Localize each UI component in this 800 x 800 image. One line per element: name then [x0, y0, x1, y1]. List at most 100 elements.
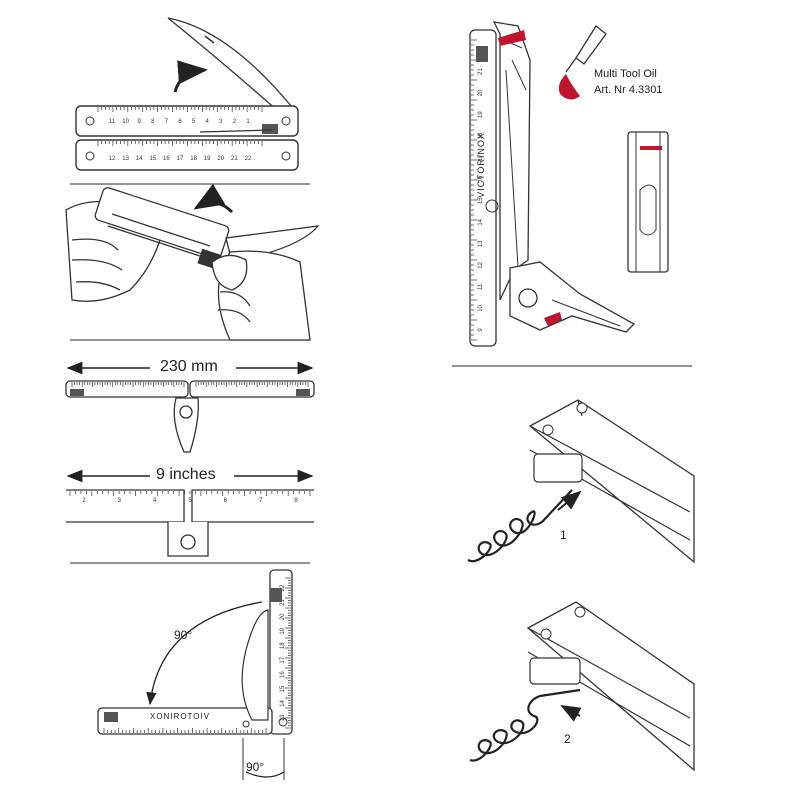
ruler-number: 9 — [478, 328, 484, 332]
ruler-number: 15 — [280, 685, 286, 692]
ruler-number: 20 — [478, 89, 484, 96]
oil-name-label: Multi Tool Oil — [594, 68, 657, 80]
ruler-vertical — [469, 29, 497, 347]
ruler-left — [65, 380, 189, 398]
ruler-inch-left — [66, 489, 185, 523]
panel-measure-mm — [65, 361, 315, 453]
ruler-number: 7 — [259, 498, 263, 504]
pivot-screw-icon — [518, 288, 538, 308]
multitool-handle — [526, 601, 695, 772]
panel-corkscrew-2 — [469, 601, 695, 772]
ruler-number: 20 — [280, 613, 286, 620]
ruler-right — [189, 380, 315, 398]
step-2-label: 2 — [564, 732, 571, 746]
ruler-number: 4 — [206, 119, 210, 125]
ruler-number: 17 — [478, 154, 484, 161]
pivot-screw-icon — [281, 151, 291, 161]
ruler-number: 10 — [122, 119, 129, 125]
blade-illustration — [167, 17, 297, 119]
ruler-number: 22 — [245, 156, 252, 162]
ruler-number: 2 — [82, 498, 86, 504]
oil-drop-icon — [558, 74, 580, 100]
pliers-illustration — [241, 609, 269, 721]
oil-bottle-icon — [575, 25, 607, 65]
ruler-inch-right — [191, 489, 314, 523]
ruler-number: 19 — [280, 627, 286, 634]
pivot-screw-icon — [85, 116, 95, 126]
ruler-number: 1 — [246, 119, 250, 125]
angle-arc — [245, 771, 285, 778]
ruler-number: 18 — [190, 156, 197, 162]
hinge-detail — [627, 131, 669, 273]
oil-accent — [544, 312, 562, 326]
ruler-number: 11 — [109, 119, 116, 125]
ruler-number: 15 — [478, 197, 484, 204]
ruler-number: 4 — [153, 498, 157, 504]
brand-horizontal-label: XONIROTOIV — [150, 712, 211, 721]
ruler-number: 13 — [122, 156, 129, 162]
oil-accent — [498, 30, 526, 46]
ruler-number: 2 — [233, 119, 237, 125]
ruler-number: 17 — [280, 656, 286, 663]
step-arrow — [557, 490, 582, 511]
rotate-arrow-icon — [193, 183, 234, 214]
ruler-number: 15 — [149, 156, 156, 162]
pivot-screw-icon — [278, 717, 288, 727]
ruler-number: 11 — [478, 283, 484, 290]
ruler-number: 13 — [478, 240, 484, 247]
ruler-number: 18 — [280, 642, 286, 649]
ruler-horizontal — [97, 707, 273, 735]
pliers-illustration — [509, 261, 636, 333]
ruler-number: 16 — [163, 156, 170, 162]
step-1-label: 1 — [560, 528, 567, 542]
oil-accent — [640, 146, 662, 150]
brand-vertical-label: VICTORINOX — [475, 132, 486, 198]
ruler-number: 22 — [280, 584, 286, 591]
ruler-number: 10 — [478, 304, 484, 311]
angle-arc — [146, 601, 263, 706]
ruler-number: 21 — [231, 156, 238, 162]
victorinox-logo-icon — [485, 199, 499, 213]
ruler-number: 16 — [280, 671, 286, 678]
panel-measure-inch: 2 3 4 5 6 7 8 — [66, 469, 314, 557]
ruler-number: 14 — [478, 218, 484, 225]
panel-corkscrew-1 — [467, 399, 695, 564]
ruler-number: 12 — [478, 261, 484, 268]
ruler-number: 9 — [138, 119, 142, 125]
ruler-number: 3 — [118, 498, 122, 504]
ruler-number: 19 — [204, 156, 211, 162]
ruler-number: 21 — [280, 598, 286, 605]
oil-article-label: Art. Nr 4.3301 — [594, 84, 663, 96]
ruler-number: 3 — [219, 119, 223, 125]
ruler-number: 17 — [177, 156, 184, 162]
pivot-screw-icon — [85, 151, 95, 161]
ruler-vertical — [269, 569, 293, 735]
angle-label-top: 90° — [174, 628, 193, 642]
ruler-number: 14 — [280, 700, 286, 707]
ruler-number: 14 — [136, 156, 143, 162]
ruler-number: 6 — [178, 119, 182, 125]
pivot-screw-icon — [180, 534, 196, 550]
pivot-screw-icon — [242, 720, 250, 728]
ruler-number: 5 — [188, 498, 192, 504]
corkscrew-illustration — [467, 489, 573, 563]
panel-oiling: 222120191817161514131211109 — [469, 21, 669, 347]
pivot-screw-icon — [281, 116, 291, 126]
step-arrow — [560, 705, 582, 722]
ruler-number: 5 — [192, 119, 196, 125]
ruler-number: 8 — [294, 498, 298, 504]
ruler-number: 21 — [478, 68, 484, 75]
ruler-number: 18 — [478, 132, 484, 139]
ruler-number: 6 — [224, 498, 228, 504]
measurement-mm-label: 230 mm — [160, 358, 218, 375]
ruler-number: 19 — [478, 111, 484, 118]
lock-icon — [262, 124, 278, 134]
ruler-handle-top — [75, 105, 299, 137]
corkscrew-illustration — [469, 688, 581, 762]
ruler-number: 16 — [478, 175, 484, 182]
angle-label-bottom: 90° — [246, 760, 265, 774]
multitool-handle — [528, 399, 695, 564]
